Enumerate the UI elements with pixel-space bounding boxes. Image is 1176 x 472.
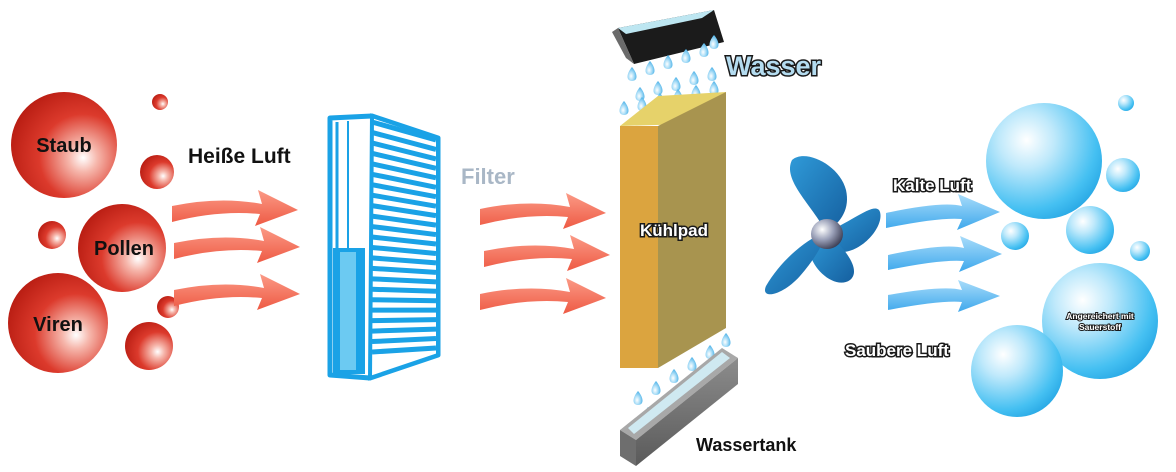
hot-arrow	[484, 235, 610, 271]
cold-arrow	[888, 236, 1002, 272]
particle-small	[125, 322, 173, 370]
label-viruses: Viren	[33, 314, 83, 336]
hot-arrow	[174, 274, 300, 310]
water-drop	[619, 101, 629, 115]
bubble	[1118, 95, 1134, 111]
water-drop	[653, 81, 663, 95]
water-drop	[681, 49, 691, 63]
hot-air-arrows	[172, 190, 300, 310]
fan-icon	[764, 156, 881, 295]
water-drop	[633, 391, 643, 405]
cold-arrow	[888, 280, 1000, 312]
water-drop	[699, 43, 709, 57]
label-pollen: Pollen	[94, 238, 154, 260]
label-oxygen-line1: Angereichert mit	[1066, 311, 1134, 321]
water-drop	[645, 61, 655, 75]
water-drop	[721, 333, 731, 347]
label-dust: Staub	[36, 135, 92, 157]
clean-air-bubbles	[971, 95, 1158, 417]
cold-arrow	[886, 194, 1000, 230]
water-drop	[709, 81, 719, 95]
water-drop	[663, 55, 673, 69]
bubble-oxygen	[1042, 263, 1158, 379]
bubble	[971, 325, 1063, 417]
water-drop	[707, 67, 717, 81]
label-cold-air: Kalte Luft	[893, 176, 972, 195]
hot-arrow	[174, 227, 300, 263]
particle-small	[157, 296, 179, 318]
label-hot-air: Heiße Luft	[188, 145, 291, 168]
particle-small	[152, 94, 168, 110]
water-drop	[687, 357, 697, 371]
label-clean-air: Saubere Luft	[845, 341, 949, 360]
water-drop	[669, 369, 679, 383]
bubble	[1066, 206, 1114, 254]
water-reservoir-icon	[612, 10, 724, 64]
bubble	[1106, 158, 1140, 192]
water-drop	[689, 71, 699, 85]
particle-small	[140, 155, 174, 189]
cold-air-arrows	[886, 194, 1002, 312]
hot-arrow	[480, 193, 606, 229]
label-water-tank: Wassertank	[696, 435, 797, 455]
bubble	[986, 103, 1102, 219]
hot-arrow	[480, 278, 606, 314]
water-drop	[627, 67, 637, 81]
water-drop	[709, 35, 719, 49]
water-drop	[705, 345, 715, 359]
water-drop	[671, 77, 681, 91]
bubble	[1130, 241, 1150, 261]
hot-air-arrows-filtered	[480, 193, 610, 314]
label-filter: Filter	[461, 164, 515, 189]
label-oxygen-line2: Sauerstoff	[1079, 322, 1121, 332]
particle-dust	[11, 92, 117, 198]
particle-pollen	[78, 204, 166, 292]
bubble	[1001, 222, 1029, 250]
label-water: Wasser	[726, 51, 822, 81]
water-drop	[651, 381, 661, 395]
cooling-pad	[620, 92, 726, 368]
dust-particles	[8, 92, 179, 373]
water-tank-icon	[620, 348, 738, 466]
particle-viruses	[8, 273, 108, 373]
hot-arrow	[172, 190, 298, 226]
particle-small	[38, 221, 66, 249]
filter-icon	[327, 113, 441, 381]
label-cooling-pad: Kühlpad	[640, 221, 708, 240]
